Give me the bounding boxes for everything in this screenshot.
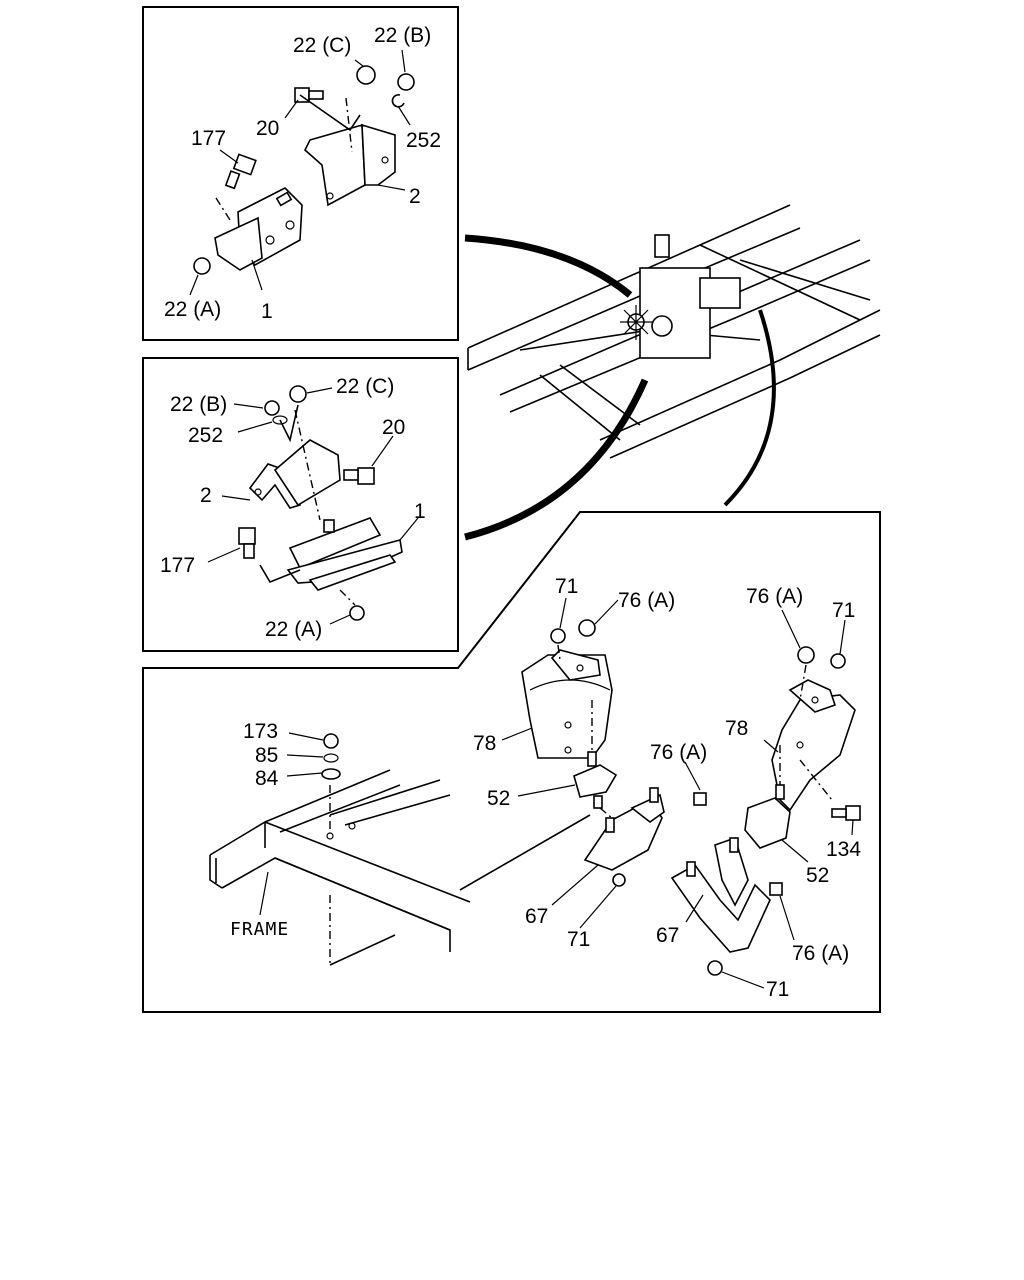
label-78-right: 78: [725, 717, 748, 740]
chassis-overview: [464, 204, 881, 541]
nut-22b-icon: [264, 400, 280, 416]
bolt-76a-right-top-icon: [797, 646, 815, 664]
label-71-left-bottom: 71: [567, 928, 590, 951]
label-71-right-bottom: 71: [766, 978, 789, 1001]
bolt-20-icon: [343, 467, 375, 485]
label-20: 20: [256, 117, 279, 140]
washer-252-icon: [272, 415, 288, 425]
label-71-right-top: 71: [832, 599, 855, 622]
nut-22c-icon: [289, 385, 307, 403]
label-1: 1: [414, 500, 426, 523]
label-173: 173: [243, 720, 278, 743]
label-2: 2: [409, 185, 421, 208]
bracket-67-right: [670, 836, 771, 976]
panel-top: 22 (C) 22 (B) 20 252 177 2 22 (A) 1: [142, 6, 459, 341]
label-84: 84: [255, 767, 279, 790]
washer-85-icon: [323, 753, 339, 763]
label-177: 177: [191, 127, 226, 150]
label-252: 252: [406, 129, 441, 152]
nut-71-left-top-icon: [550, 628, 566, 644]
bolt-76a-left-top-icon: [578, 619, 596, 637]
label-22a: 22 (A): [265, 618, 322, 641]
label-frame: FRAME: [230, 919, 289, 940]
label-76a-left-top: 76 (A): [618, 589, 675, 612]
bracket-78-right: [771, 679, 856, 812]
bolt-76a-lower-icon: [769, 882, 783, 896]
label-52-right: 52: [806, 864, 829, 887]
panel-middle: 22 (B) 22 (C) 252 20 2 1 177 22 (A): [142, 357, 459, 652]
bolt-134-icon: [831, 805, 861, 821]
bracket-78-left: [521, 649, 613, 759]
label-22b: 22 (B): [170, 393, 227, 416]
nut-173-icon: [323, 733, 339, 749]
label-71-left-top: 71: [555, 575, 578, 598]
label-20: 20: [382, 416, 405, 439]
panel-bottom: 71 76 (A) 76 (A) 71 173 85 84 78 78 76 (…: [142, 511, 881, 1013]
label-134: 134: [826, 838, 861, 861]
label-22b: 22 (B): [374, 24, 431, 47]
label-85: 85: [255, 744, 278, 767]
label-2: 2: [200, 484, 212, 507]
nut-22c-icon: [356, 65, 376, 85]
nut-71-right-top-icon: [830, 653, 846, 669]
label-22c: 22 (C): [336, 375, 394, 398]
nut-22a-icon: [193, 257, 211, 275]
label-76a-lower: 76 (A): [792, 942, 849, 965]
label-252: 252: [188, 424, 223, 447]
bolt-76a-mid-icon: [693, 792, 707, 806]
label-22a: 22 (A): [164, 298, 221, 321]
label-67-left: 67: [525, 905, 548, 928]
washer-84-icon: [321, 768, 341, 780]
frame-member: [209, 769, 591, 966]
label-76a-right-top: 76 (A): [746, 585, 803, 608]
label-1: 1: [261, 300, 273, 323]
label-22c: 22 (C): [293, 34, 351, 57]
bracket-67-left: [583, 787, 665, 887]
label-52-left: 52: [487, 787, 510, 810]
label-76a-mid: 76 (A): [650, 741, 707, 764]
panel-top-frame: [142, 6, 459, 341]
insulator-52-left: [573, 751, 618, 809]
nut-22b-icon: [397, 73, 415, 91]
label-67-right: 67: [656, 924, 679, 947]
label-177: 177: [160, 554, 195, 577]
washer-252-icon: [391, 94, 405, 108]
insulator-52-right: [744, 784, 791, 849]
nut-22a-icon: [349, 605, 365, 621]
bolt-177-icon: [238, 527, 256, 559]
label-78-left: 78: [473, 732, 496, 755]
